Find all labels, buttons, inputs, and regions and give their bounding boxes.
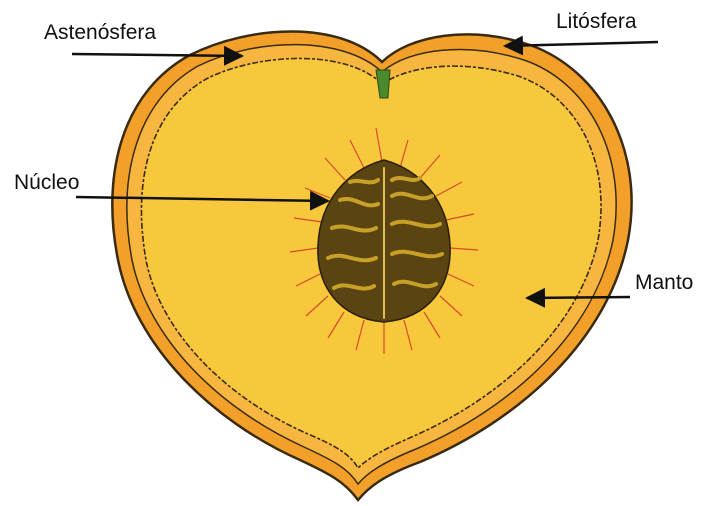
asthenosphere-label: Astenósfera <box>44 22 156 43</box>
mantle-label: Manto <box>635 272 693 293</box>
mantle-arrow <box>527 297 630 298</box>
core-label: Núcleo <box>14 172 79 193</box>
lithosphere-label: Litósfera <box>556 11 637 32</box>
